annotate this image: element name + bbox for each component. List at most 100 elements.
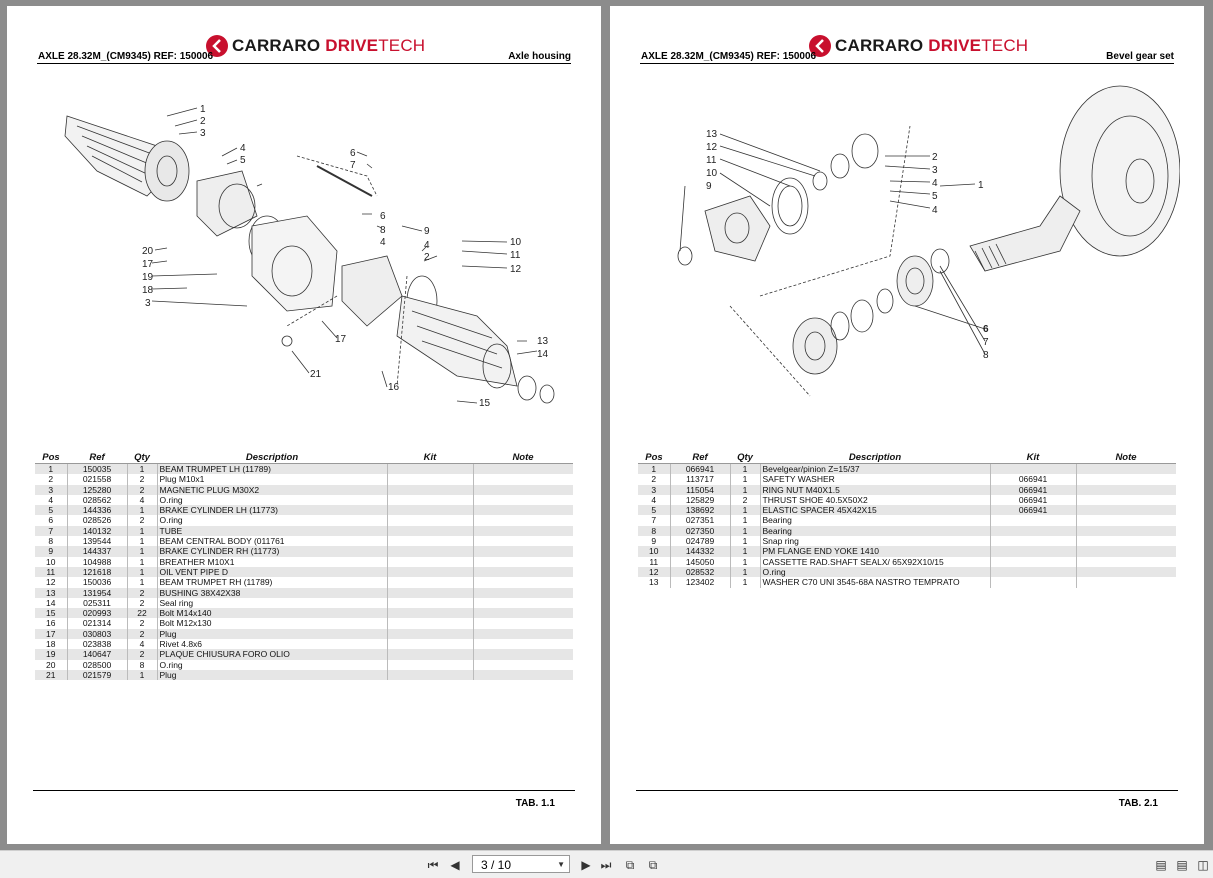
cell-ref: 028532 <box>670 566 731 578</box>
two-page-icon[interactable]: ◫ <box>1197 858 1209 872</box>
cell-description: Bolt M14x140 <box>157 608 388 619</box>
cell-qty: 8 <box>127 659 158 670</box>
cell-kit <box>990 577 1077 588</box>
brand-logo: CARRARO DRIVETECH <box>808 33 1028 59</box>
cell-description: Seal ring <box>157 597 388 609</box>
svg-text:15: 15 <box>479 398 491 409</box>
cell-pos: 9 <box>35 546 68 557</box>
svg-text:13: 13 <box>537 336 549 347</box>
cell-note <box>473 474 573 484</box>
cell-ref: 150036 <box>67 577 128 588</box>
cell-pos: 10 <box>638 546 671 557</box>
cell-pos: 4 <box>35 494 68 506</box>
cell-qty: 2 <box>127 587 158 598</box>
col-pos: Pos <box>35 451 67 464</box>
cell-pos: 2 <box>35 474 68 485</box>
svg-text:6: 6 <box>380 211 386 222</box>
cell-note <box>1076 515 1176 525</box>
cell-note <box>473 628 573 640</box>
cell-description: OIL VENT PIPE D <box>157 566 388 578</box>
cell-note <box>1076 495 1176 505</box>
continuous-icon[interactable]: ▤ <box>1176 858 1188 872</box>
cell-description: Bearing <box>760 515 991 526</box>
prev-page-icon[interactable]: ◀ <box>450 858 460 872</box>
next-page-icon[interactable]: ▶ <box>581 858 591 872</box>
col-ref: Ref <box>67 451 127 464</box>
cell-note <box>473 649 573 660</box>
section-title: Bevel gear set <box>1106 51 1174 62</box>
svg-text:17: 17 <box>335 334 347 345</box>
cell-kit: 066941 <box>990 474 1077 485</box>
cell-pos: 1 <box>638 463 671 475</box>
cell-kit <box>990 515 1077 526</box>
cell-ref: 123402 <box>670 577 731 588</box>
cell-description: RING NUT M40X1.5 <box>760 484 991 495</box>
cell-note <box>473 608 573 619</box>
cell-kit <box>990 525 1077 537</box>
col-qty: Qty <box>730 451 760 464</box>
svg-text:9: 9 <box>424 226 430 237</box>
cell-description: SAFETY WASHER <box>760 474 991 485</box>
cell-kit <box>387 556 474 567</box>
cell-description: BEAM CENTRAL BODY (011761 <box>157 536 388 547</box>
cell-kit <box>387 577 474 588</box>
cell-ref: 113717 <box>670 474 731 485</box>
cell-kit <box>990 556 1077 567</box>
cell-pos: 9 <box>638 536 671 547</box>
cell-ref: 021314 <box>67 618 128 629</box>
cell-pos: 14 <box>35 597 68 609</box>
cell-qty: 1 <box>127 505 158 516</box>
page-number-select[interactable]: 3 / 10 ▼ <box>472 855 570 873</box>
cell-note <box>473 587 573 598</box>
svg-text:5: 5 <box>240 155 246 166</box>
cell-qty: 1 <box>127 536 158 547</box>
cell-ref: 027351 <box>670 515 731 526</box>
cell-note <box>473 618 573 628</box>
cell-kit <box>387 546 474 557</box>
svg-text:2: 2 <box>424 252 430 263</box>
cell-note <box>473 463 573 475</box>
cell-note <box>1076 566 1176 578</box>
single-page-icon[interactable]: ▤ <box>1155 858 1167 872</box>
cell-ref: 138692 <box>670 505 731 516</box>
col-qty: Qty <box>127 451 157 464</box>
cell-pos: 8 <box>35 536 68 547</box>
fit-width-icon[interactable]: ⧉ <box>648 858 658 872</box>
fit-page-icon[interactable]: ⧉ <box>625 858 635 872</box>
exploded-view-bevel-gear: 13 12 11 10 9 2 3 4 5 4 1 6 7 8 <box>677 85 1180 397</box>
carraro-logo-icon <box>809 35 831 57</box>
cell-qty: 1 <box>730 556 761 567</box>
svg-text:10: 10 <box>706 168 718 179</box>
cell-qty: 1 <box>730 505 761 516</box>
cell-ref: 131954 <box>67 587 128 598</box>
cell-ref: 144332 <box>670 546 731 557</box>
table-number: TAB. 1.1 <box>515 798 555 809</box>
cell-description: Plug <box>157 669 388 681</box>
document-reference: AXLE 28.32M_(CM9345) REF: 150006 <box>38 51 214 62</box>
cell-pos: 13 <box>638 577 671 588</box>
cell-note <box>473 495 573 505</box>
cell-kit <box>387 463 474 475</box>
cell-kit <box>387 628 474 640</box>
cell-ref: 028562 <box>67 494 128 506</box>
cell-qty: 2 <box>127 515 158 526</box>
parts-table-header: Pos Ref Qty Description Kit Note <box>35 451 573 464</box>
cell-ref: 025311 <box>67 597 128 609</box>
cell-ref: 125829 <box>670 494 731 506</box>
first-page-icon[interactable]: ⏮ <box>427 858 439 872</box>
cell-qty: 1 <box>127 463 158 475</box>
cell-note <box>473 546 573 557</box>
header-divider <box>37 63 571 64</box>
last-page-icon[interactable]: ⏭ <box>600 858 612 872</box>
cell-pos: 6 <box>35 515 68 526</box>
